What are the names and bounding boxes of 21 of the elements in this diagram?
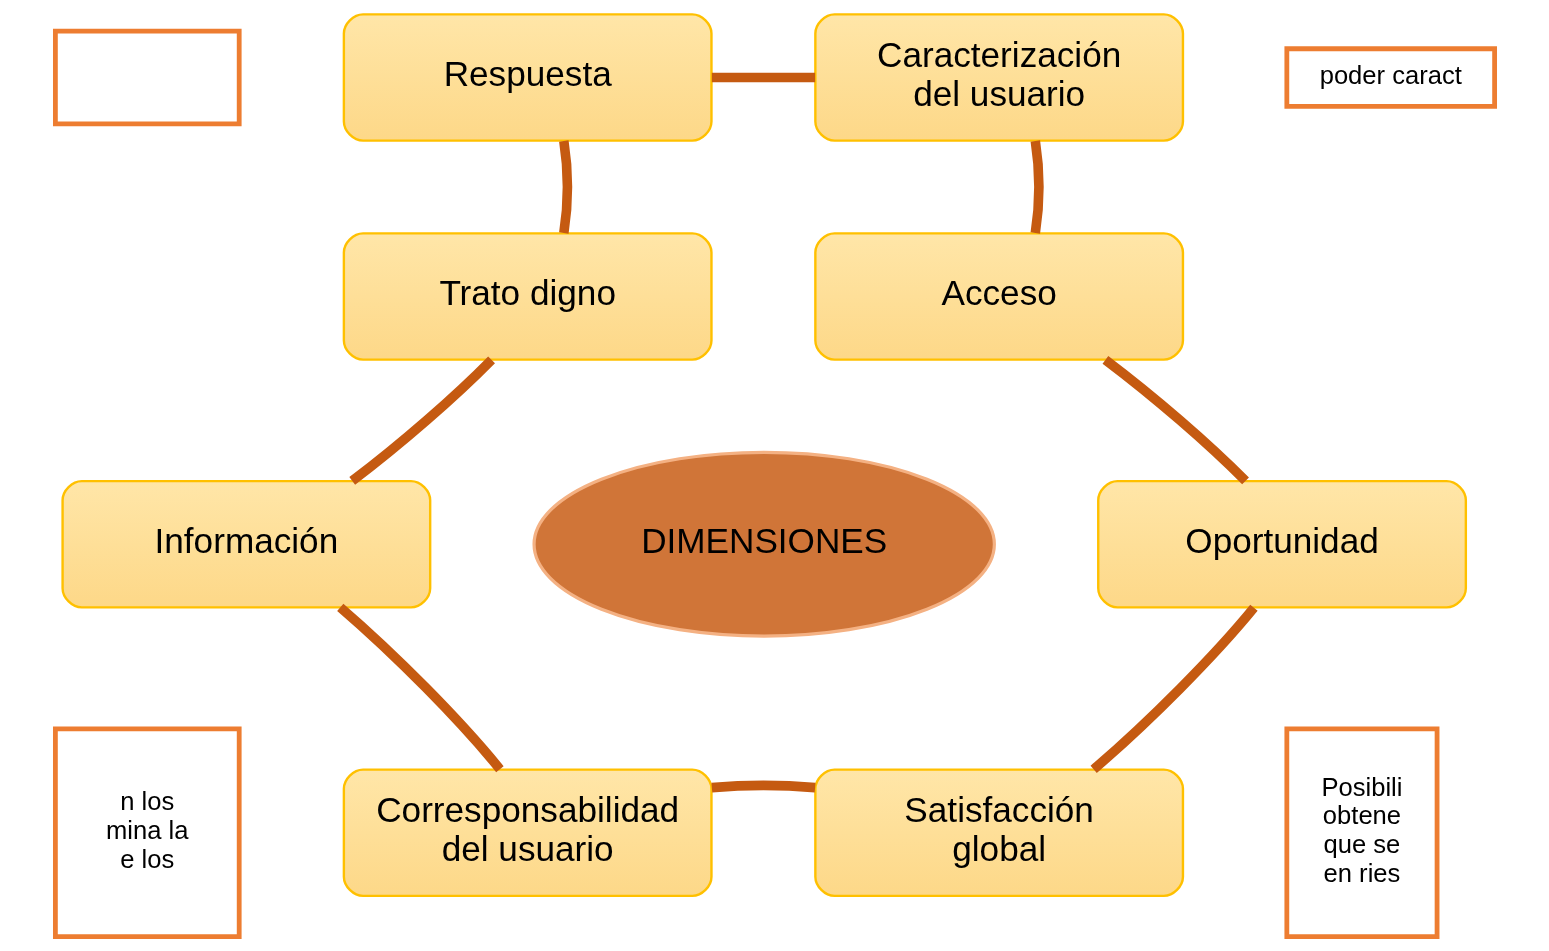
connector	[558, 140, 572, 234]
node-box: Corresponsabilidad del usuario	[342, 768, 713, 898]
node-box: Acceso	[813, 232, 1184, 361]
node-box: Respuesta	[342, 13, 713, 142]
connector	[1102, 356, 1249, 485]
connector	[336, 603, 504, 773]
node-box: Información	[60, 479, 431, 609]
connector	[1090, 604, 1258, 773]
node-box	[52, 28, 242, 127]
node-box: Caracterización del usuario	[813, 13, 1184, 142]
node-ellipse: DIMENSIONES	[531, 450, 996, 638]
node-box: Satisfacción global	[813, 768, 1184, 898]
connector	[710, 780, 815, 793]
node-box: Trato digno	[342, 232, 713, 361]
node-box: n los mina la e los	[52, 726, 242, 939]
node-box: Oportunidad	[1096, 479, 1467, 609]
connector	[1030, 140, 1043, 234]
connector	[348, 356, 495, 485]
connector	[711, 72, 815, 83]
node-box: Posibili obtene que se en ries	[1283, 726, 1439, 939]
node-box: poder caract	[1283, 46, 1497, 109]
